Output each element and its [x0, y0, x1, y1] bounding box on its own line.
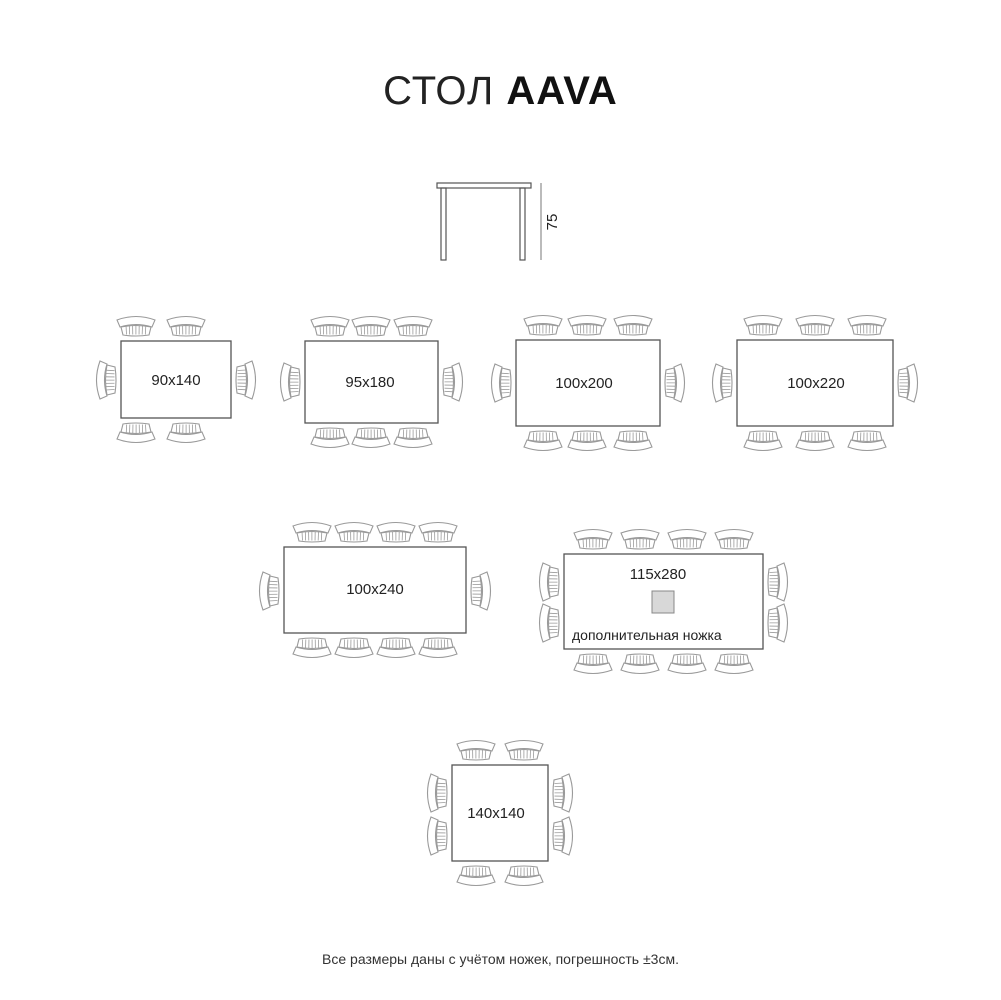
- table-100x200: 100x200: [515, 339, 661, 427]
- chair-left-1: [279, 362, 301, 402]
- table-90x140: 90x140: [120, 340, 232, 419]
- chair-bottom-3: [376, 637, 416, 659]
- chair-right-1: [897, 363, 919, 403]
- table-size-label: 115x280: [630, 566, 686, 583]
- chair-top-1: [310, 315, 350, 337]
- table-100x240: 100x240: [283, 546, 467, 634]
- table-top: [451, 764, 549, 862]
- chair-bottom-2: [567, 430, 607, 452]
- chair-left-1: [711, 363, 733, 403]
- table-top: [736, 339, 894, 427]
- chair-top-2: [567, 314, 607, 336]
- chair-top-4: [714, 528, 754, 550]
- height-label: 75: [544, 214, 561, 231]
- chair-right-1: [767, 562, 789, 602]
- chair-bottom-3: [393, 427, 433, 449]
- table-115x280: 115x280 дополнительная ножка: [563, 553, 764, 650]
- chair-top-2: [504, 739, 544, 761]
- table-size-label: 90x140: [151, 372, 200, 389]
- table-top: [283, 546, 467, 634]
- chair-left-1: [490, 363, 512, 403]
- chair-top-1: [743, 314, 783, 336]
- chair-top-3: [376, 521, 416, 543]
- title-bold: AAVA: [506, 69, 618, 113]
- chair-bottom-1: [310, 427, 350, 449]
- chair-bottom-1: [292, 637, 332, 659]
- chair-top-1: [573, 528, 613, 550]
- table-top: [515, 339, 661, 427]
- chair-top-4: [418, 521, 458, 543]
- chair-top-2: [620, 528, 660, 550]
- table-size-label: 100x240: [346, 581, 404, 598]
- table-95x180: 95x180: [304, 340, 439, 424]
- chair-bottom-2: [166, 422, 206, 444]
- chair-right-1: [442, 362, 464, 402]
- chair-top-3: [613, 314, 653, 336]
- extra-leg-label: дополнительная ножка: [572, 627, 722, 643]
- chair-right-1: [235, 360, 257, 400]
- table-size-label: 140x140: [467, 805, 525, 822]
- page-title: СТОЛ AAVA: [0, 66, 1001, 116]
- chair-right-2: [767, 603, 789, 643]
- chair-left-1: [95, 360, 117, 400]
- chair-top-3: [667, 528, 707, 550]
- side-view-leg-right: [519, 187, 526, 261]
- chair-bottom-2: [504, 865, 544, 887]
- chair-bottom-1: [523, 430, 563, 452]
- chair-left-2: [426, 816, 448, 856]
- chair-bottom-1: [456, 865, 496, 887]
- chair-left-1: [258, 571, 280, 611]
- title-light: СТОЛ: [383, 69, 495, 113]
- chair-left-2: [538, 603, 560, 643]
- footer-note: Все размеры даны с учётом ножек, погрешн…: [322, 951, 679, 967]
- chair-bottom-4: [714, 653, 754, 675]
- chair-left-1: [538, 562, 560, 602]
- chair-bottom-1: [573, 653, 613, 675]
- chair-bottom-2: [795, 430, 835, 452]
- chair-bottom-3: [847, 430, 887, 452]
- extra-leg-marker: [651, 590, 675, 614]
- chair-right-1: [470, 571, 492, 611]
- chair-bottom-2: [620, 653, 660, 675]
- chair-top-3: [847, 314, 887, 336]
- side-view-top: [436, 182, 532, 189]
- table-100x220: 100x220: [736, 339, 894, 427]
- chair-top-2: [795, 314, 835, 336]
- chair-bottom-4: [418, 637, 458, 659]
- chair-top-2: [334, 521, 374, 543]
- table-top: [120, 340, 232, 419]
- chair-top-2: [351, 315, 391, 337]
- chair-bottom-2: [334, 637, 374, 659]
- chair-left-1: [426, 773, 448, 813]
- chair-top-1: [116, 315, 156, 337]
- chair-top-2: [166, 315, 206, 337]
- chair-right-1: [664, 363, 686, 403]
- chair-top-1: [523, 314, 563, 336]
- table-140x140: 140x140: [451, 764, 549, 862]
- chair-top-3: [393, 315, 433, 337]
- chair-right-2: [552, 816, 574, 856]
- chair-bottom-1: [116, 422, 156, 444]
- side-view: 75: [436, 182, 561, 261]
- chair-bottom-1: [743, 430, 783, 452]
- chair-bottom-2: [351, 427, 391, 449]
- chair-right-1: [552, 773, 574, 813]
- chair-bottom-3: [613, 430, 653, 452]
- chair-bottom-3: [667, 653, 707, 675]
- chair-top-1: [456, 739, 496, 761]
- side-view-leg-left: [440, 187, 447, 261]
- table-top: [304, 340, 439, 424]
- table-size-label: 100x220: [787, 375, 845, 392]
- table-size-label: 100x200: [555, 375, 613, 392]
- table-size-label: 95x180: [345, 374, 394, 391]
- chair-top-1: [292, 521, 332, 543]
